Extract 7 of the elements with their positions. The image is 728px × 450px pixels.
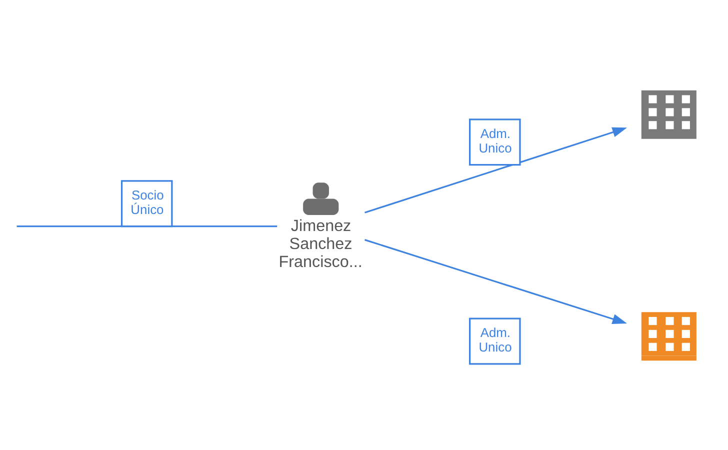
arrow [364,238,627,324]
edge-label: Adm. Unico [478,125,512,155]
arrow [364,126,628,213]
edge-label: Adm. Unico [478,324,512,354]
connector [16,225,278,227]
edge-label: Socio Único [130,186,164,217]
node-label: Jimenez Sanchez Francisco... [278,216,362,270]
